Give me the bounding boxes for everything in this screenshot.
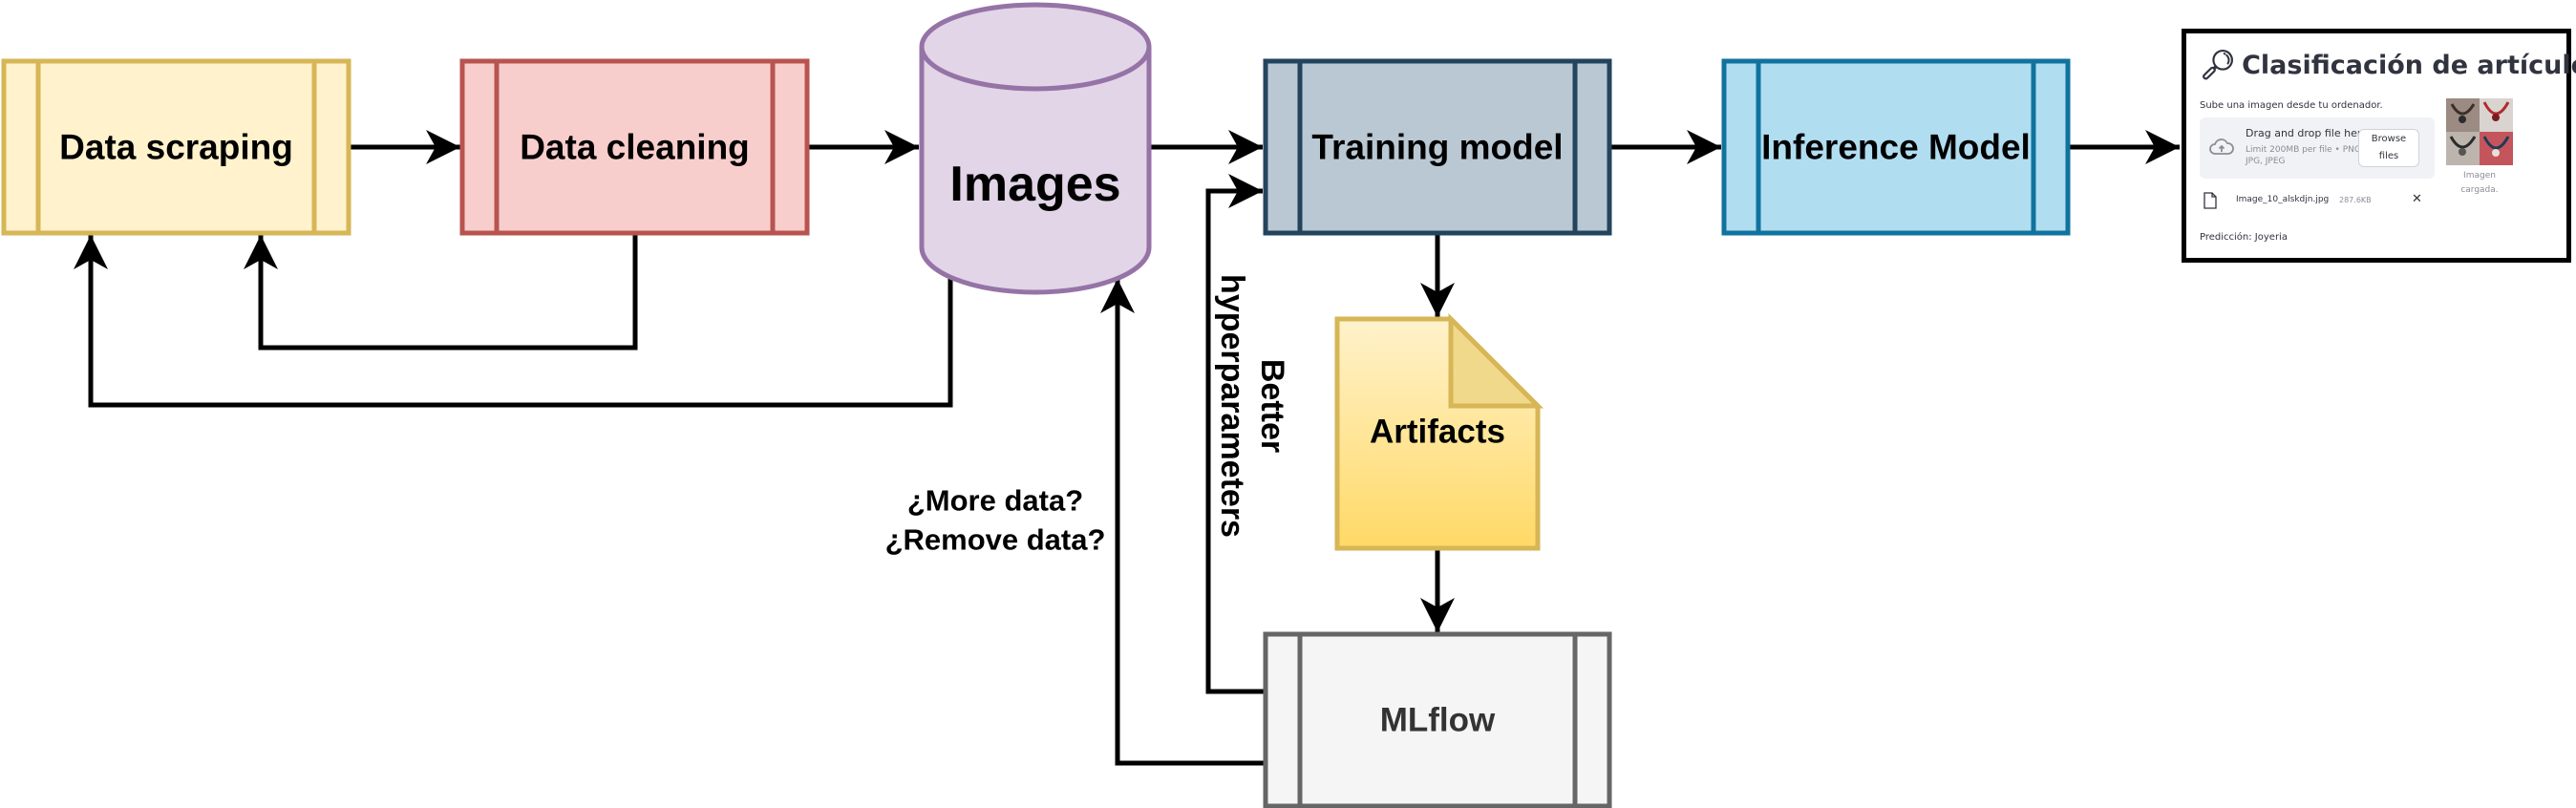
browse-files-button[interactable]: Browse files [2358, 129, 2419, 167]
data-scraping-label: Data scraping [59, 128, 293, 167]
connectors [74, 130, 2180, 766]
close-icon[interactable]: ✕ [2412, 192, 2422, 206]
data-cleaning-label: Data cleaning [520, 128, 750, 167]
file-dropzone[interactable]: Drag and drop file here Limit 200MB per … [2200, 117, 2435, 179]
inference-model-box [1721, 58, 2071, 236]
dropzone-limit: Limit 200MB per file • PNG, JPG, JPEG [2246, 145, 2364, 166]
file-icon [2203, 192, 2217, 209]
app-title-text: Clasificación de artículos [2242, 51, 2576, 80]
images-label: Images [949, 157, 1120, 212]
cloud-upload-icon [2209, 138, 2234, 155]
app-title: 🔎︎ Clasificación de artículos [2200, 51, 2576, 80]
node-images: Images [919, 2, 1152, 295]
node-artifacts: Artifacts [1334, 312, 1544, 551]
images-cylinder-body [919, 47, 1152, 295]
uploaded-file-name: Image_10_alskdjn.jpg [2236, 195, 2330, 204]
data-cleaning-box [459, 58, 810, 236]
arrow-mlflow-to-training [1205, 174, 1266, 694]
mlflow-box [1263, 631, 1612, 808]
better-hyperparameters-annotation: Better hyperparameters [1214, 274, 1290, 538]
artifacts-folded-corner [1448, 312, 1544, 409]
remove-data-label: ¿Remove data? [885, 523, 1106, 557]
uploaded-file-row: Image_10_alskdjn.jpg 287.6KB ✕ [2200, 190, 2435, 215]
node-data-scraping: Data scraping [1, 58, 351, 236]
arrow-cleaning-back-to-scraping [244, 234, 638, 351]
mlflow-label: MLflow [1380, 702, 1496, 739]
magnifier-icon: 🔎︎ [2200, 48, 2237, 82]
artifacts-label: Artifacts [1370, 414, 1505, 451]
jewelry-photo [2446, 98, 2513, 165]
uploaded-image-thumbnail [2446, 98, 2513, 165]
dropzone-instructions: Drag and drop file here [2246, 127, 2368, 139]
prediction-text: Predicción: Joyeria [2200, 232, 2288, 243]
more-data-label: ¿More data? [907, 484, 1083, 518]
upload-label: Sube una imagen desde tu ordenador. [2200, 100, 2383, 111]
browse-label-line2: files [2378, 151, 2399, 161]
training-model-label: Training model [1311, 128, 1563, 167]
node-training-model: Training model [1263, 58, 1612, 236]
browse-label-line1: Browse [2371, 134, 2407, 144]
image-caption-line1: Imagen [2463, 171, 2496, 181]
data-scraping-box [1, 58, 351, 236]
images-cylinder-top [919, 2, 1152, 92]
image-caption: Imagen cargada. [2446, 169, 2513, 198]
node-inference-model: Inference Model [1721, 58, 2071, 236]
app-screenshot: 🔎︎ Clasificación de artículos Sube una i… [2182, 29, 2576, 263]
arrow-images-back-to-scraping [74, 235, 953, 408]
uploaded-file-size: 287.6KB [2339, 196, 2372, 204]
hyperparameters-label: hyperparameters [1214, 274, 1250, 538]
node-data-cleaning: Data cleaning [459, 58, 810, 236]
image-caption-line2: cargada. [2460, 185, 2499, 195]
arrow-mlflow-to-images [1100, 279, 1266, 766]
inference-model-label: Inference Model [1761, 128, 2031, 167]
better-label: Better [1254, 359, 1290, 453]
node-mlflow: MLflow [1263, 631, 1612, 808]
training-model-box [1263, 58, 1612, 236]
